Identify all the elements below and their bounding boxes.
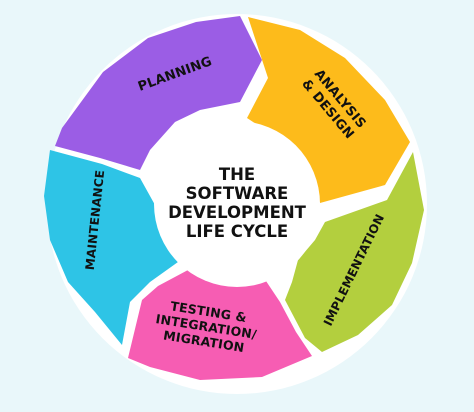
stage-implementation-segment — [285, 152, 424, 352]
stage-testing-segment — [128, 270, 312, 380]
center-title-line-4: LIFE CYCLE — [186, 222, 288, 241]
stage-testing-label: TESTING & INTEGRATION/ MIGRATION — [155, 298, 258, 355]
stage-planning-segment — [55, 16, 262, 170]
center-title-line-2: SOFTWARE — [186, 184, 289, 203]
stage-analysis-segment — [247, 17, 410, 203]
center-title-line-3: DEVELOPMENT — [168, 203, 307, 222]
center-hub — [154, 121, 320, 287]
center-title-line-1: THE — [219, 165, 255, 184]
stage-maintenance-segment — [44, 150, 178, 345]
